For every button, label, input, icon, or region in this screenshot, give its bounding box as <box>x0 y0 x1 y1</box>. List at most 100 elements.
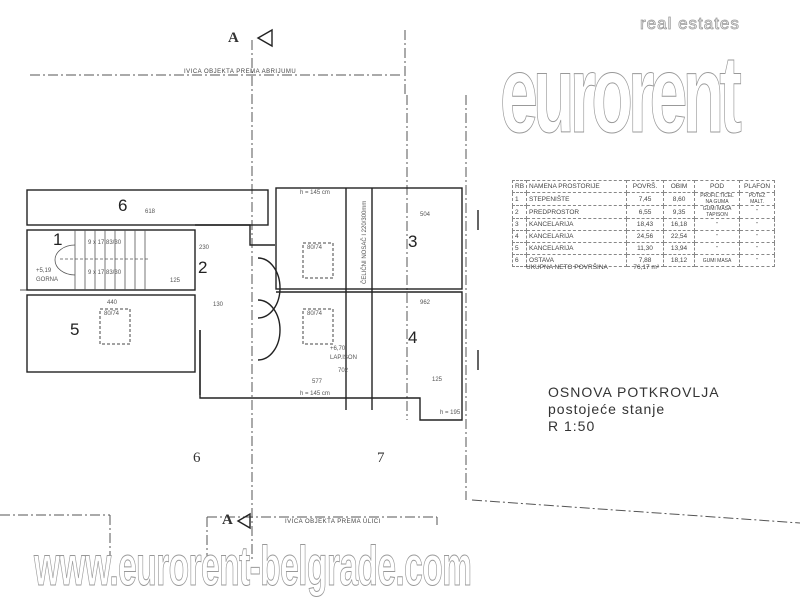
table-cell: 6 <box>511 254 528 267</box>
table-cell: 24,56 <box>626 230 665 243</box>
total-value: 76,17 m² <box>633 264 659 271</box>
table-cell: " <box>739 254 776 267</box>
logo-subtitle: real estates <box>640 14 740 34</box>
table-cell: " <box>739 242 776 255</box>
col-header: RB <box>511 180 528 193</box>
stairs <box>54 230 150 290</box>
table-cell: " <box>739 218 776 231</box>
edge-label-bottom: IVICA OBJEKTA PREMA ULICI <box>285 519 381 525</box>
dim-corridor: 230 <box>199 245 210 251</box>
section-arrows <box>236 28 273 530</box>
total-area: UKUPNA NETO POVRŠINA 76,17 m² <box>526 264 659 271</box>
table-cell: PROFIL.TICEL NA GUMA <box>694 192 741 206</box>
level-note-room-1: GORNA <box>36 277 59 283</box>
table-cell: " <box>739 205 776 219</box>
table-cell: " <box>739 230 776 243</box>
table-cell: 16,18 <box>663 218 696 231</box>
title-line-2: postojeće stanje <box>548 401 666 417</box>
dim-height-top: h = 145 cm <box>300 190 330 196</box>
room-1-outline <box>26 229 196 291</box>
table-cell: 6,55 <box>626 205 665 219</box>
room-4-label: 4 <box>408 328 418 347</box>
col-header: NAMENA PROSTORIJE <box>526 180 628 193</box>
table-cell: " <box>694 230 741 243</box>
dim-height-bottom: h = 145 cm <box>300 391 330 397</box>
table-cell: 13,94 <box>663 242 696 255</box>
table-cell: STEPENIŠTE <box>526 192 628 206</box>
dim-room6: 618 <box>145 209 156 215</box>
room-2-label: 2 <box>198 258 208 277</box>
dim-195: h = 195 <box>440 410 461 416</box>
table-cell: 2 <box>511 205 528 219</box>
level-room-4: +6,70 <box>330 346 346 352</box>
table-cell: 4 <box>511 230 528 243</box>
table-cell: 3 <box>511 218 528 231</box>
level-room-1: +5,19 <box>36 268 52 274</box>
table-header-row: RB NAMENA PROSTORIJE POVRŠ. OBIM POD PLA… <box>511 180 776 193</box>
room-3-label: 3 <box>408 232 418 251</box>
website-watermark: www.eurorent-belgrade.com <box>34 534 473 597</box>
table-cell: 5 <box>511 242 528 255</box>
col-header: PLAFON <box>739 180 776 193</box>
col-header: OBIM <box>663 180 696 193</box>
section-letter-bottom: A <box>222 512 233 528</box>
table-cell: 22,54 <box>663 230 696 243</box>
table-cell: " <box>694 242 741 255</box>
table-cell: 8,60 <box>663 192 696 206</box>
beam-label: ČELIČNI NOSAČ I 220/300mm <box>362 200 368 284</box>
edge-label-top: IVICA OBJEKTA PREMA ABRIJUMU <box>184 69 297 75</box>
drawing-title: OSNOVA POTKROVLJA postojeće stanje R 1:5… <box>548 384 720 435</box>
table-cell: GUMI MASA <box>694 254 741 267</box>
room-4-outline <box>199 291 463 421</box>
table-cell: GUMI MASA TAPISON <box>694 205 741 219</box>
axis-label-7: 7 <box>377 450 385 466</box>
dim-room4: 962 <box>420 300 431 306</box>
table-cell: KANCELARIJA <box>526 218 628 231</box>
room-6-label: 6 <box>118 196 128 215</box>
dim-skylight-4: 80/74 <box>307 311 323 317</box>
title-line-1: OSNOVA POTKROVLJA <box>548 384 720 400</box>
axis-label-6: 6 <box>193 450 201 466</box>
table-cell: 11,30 <box>626 242 665 255</box>
table-cell: 18,12 <box>663 254 696 267</box>
col-header: POD <box>694 180 741 193</box>
dim-stairs-lower: 9 x 17,83/30 <box>88 270 122 276</box>
dim-stairs-upper: 9 x 17,83/30 <box>88 240 122 246</box>
scale-label: R 1:50 <box>548 418 596 434</box>
dim-room4-a: 702 <box>338 368 349 374</box>
col-header: POVRŠ. <box>626 180 665 193</box>
axis-lines <box>0 30 800 570</box>
eurorent-logo: eurorent <box>500 33 743 156</box>
room-3-outline <box>275 187 463 290</box>
table-cell: KANCELARIJA <box>526 242 628 255</box>
dim-room3: 504 <box>420 212 431 218</box>
section-letter-top: A <box>228 30 239 46</box>
table-cell: KANCELARIJA <box>526 230 628 243</box>
dim-skylight-5: 80/74 <box>104 311 120 317</box>
table-cell: PREDPROSTOR <box>526 205 628 219</box>
table-cell: 7,45 <box>626 192 665 206</box>
dim-corridor-b: 130 <box>213 302 224 308</box>
dim-room4-b: 577 <box>312 379 323 385</box>
walls <box>26 187 479 421</box>
level-note-room-4: LAP.ISON <box>330 355 357 361</box>
dim-skylight-3: 80/74 <box>307 245 323 251</box>
skylights <box>99 242 334 345</box>
table-cell: POTEZ MALT. <box>739 192 776 206</box>
room-1-label: 1 <box>53 230 63 249</box>
table-cell: " <box>694 218 741 231</box>
table-cell: 1 <box>511 192 528 206</box>
total-label: UKUPNA NETO POVRŠINA <box>526 264 608 271</box>
table-cell: 9,35 <box>663 205 696 219</box>
room-5-outline <box>26 294 196 373</box>
dim-125: 125 <box>170 278 181 284</box>
dim-125-b: 125 <box>432 377 443 383</box>
dim-room5: 440 <box>107 300 118 306</box>
table-cell: 7,88 <box>626 254 665 267</box>
